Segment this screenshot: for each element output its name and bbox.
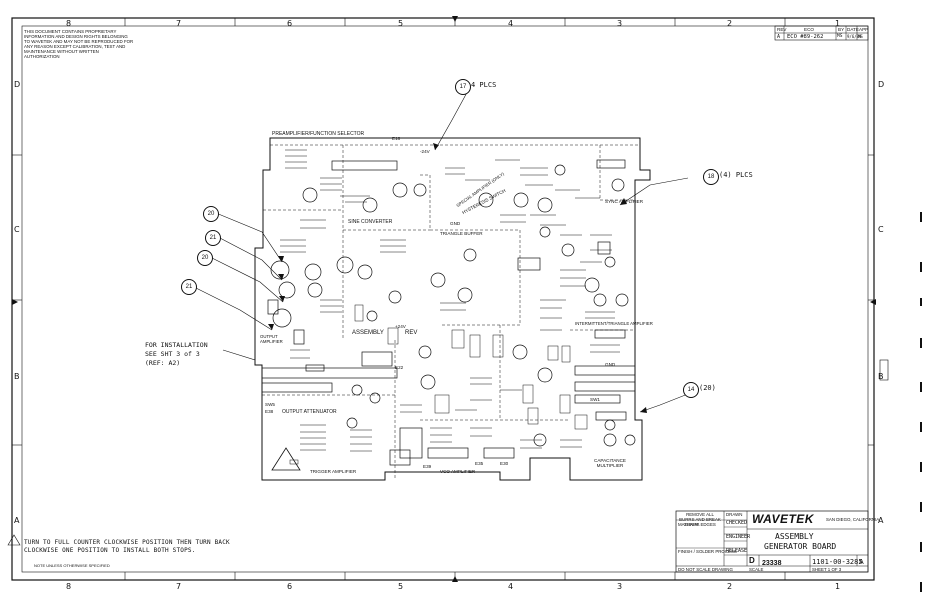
callout-14: 14 (683, 382, 699, 398)
rev-letter: A (777, 34, 781, 40)
installation-note-line3: (REF: A2) (145, 359, 181, 367)
label-intermittent-amplifier: INTERMITTENT/TRIANGLE AMPLIFIER (575, 321, 653, 326)
note-turn-line1: TURN TO FULL COUNTER CLOCKWISE POSITION … (24, 539, 230, 546)
zone-row-right-b: B (878, 372, 884, 381)
rev-header-rev: REV (777, 27, 787, 32)
tb-finish-label: FINISH / SOLDER PROCESS (678, 549, 737, 554)
label-triangle-buffer: TRIANGLE BUFFER (440, 231, 483, 236)
installation-note-line1: FOR INSTALLATION (145, 341, 208, 349)
tb-scale: SCALE (749, 567, 764, 572)
callout-18: 18 (703, 169, 719, 185)
zone-col-top-5: 5 (398, 19, 404, 28)
label-e18: E18 (392, 136, 401, 141)
label-vco-amplifier: VCO AMPLIFIER (440, 469, 476, 474)
label-output-amplifier: OUTPUT AMPLIFIER (260, 334, 283, 344)
note-unless-specified: NOTE UNLESS OTHERWISE SPECIFIED (34, 563, 110, 568)
tb-code-ident: 23338 (762, 560, 782, 567)
zone-row-left-d: D (14, 80, 21, 89)
callout-18-note: (4) PLCS (719, 171, 753, 179)
tb-material-label: MATERIAL (678, 522, 700, 527)
tb-release: RELEASE (726, 548, 748, 554)
company-logo: WAVETEK (752, 512, 814, 526)
callout-21-a: 21 (205, 230, 221, 246)
rev-header-date: DATE (847, 27, 859, 32)
label-trigger-amplifier: TRIGGER AMPLIFIER (310, 469, 357, 474)
label-assembly: ASSEMBLY (352, 330, 384, 336)
zone-row-right-d: D (878, 80, 885, 89)
callout-17: 17 (455, 79, 471, 95)
label-rev: REV (405, 330, 418, 336)
proprietary-notice: THIS DOCUMENT CONTAINS PROPRIETARY INFOR… (24, 29, 134, 60)
label-sine-converter: SINE CONVERTER (348, 219, 393, 225)
label-e39: E39 (423, 464, 432, 469)
label-preamplifier: PREAMPLIFIER/FUNCTION SELECTOR (272, 131, 365, 137)
rev-app: MS (858, 34, 863, 39)
zone-col-top-3: 3 (617, 19, 623, 28)
zone-col-bottom-5: 5 (398, 582, 404, 591)
tb-engineer: ENGINEER (726, 534, 751, 540)
zone-row-left-c: C (14, 225, 20, 234)
zone-row-left-a: A (14, 516, 20, 525)
zone-col-bottom-2: 2 (727, 582, 733, 591)
tb-size: D (749, 556, 755, 565)
tb-drawing-number: 1101-00-3285 (812, 558, 863, 566)
label-capacitance-multiplier: CAPACITANCE MULTIPLIER (594, 458, 626, 469)
zone-col-bottom-1: 1 (835, 582, 841, 591)
rev-header-app: APP (859, 27, 869, 32)
tb-do-not-scale: DO NOT SCALE DRAWING (678, 567, 733, 572)
zone-col-top-6: 6 (287, 19, 293, 28)
label-sw5: SW5 (265, 402, 275, 407)
label-e22: E22 (395, 365, 404, 370)
rev-by: MS (837, 34, 843, 39)
rev-header-by: BY (838, 27, 845, 32)
tb-sheet: SHEET 1 OF 3 (812, 567, 842, 572)
zone-col-bottom-6: 6 (287, 582, 293, 591)
zone-col-bottom-3: 3 (617, 582, 623, 591)
zone-col-top-4: 4 (508, 19, 514, 28)
drawing-title-line1: ASSEMBLY (775, 532, 814, 541)
company-location: SAN DIEGO, CALIFORNIA (826, 517, 880, 522)
tb-drawn: DRAWN (726, 512, 743, 517)
zone-col-top-8: 8 (66, 19, 72, 28)
zone-row-left-b: B (14, 372, 20, 381)
label-e30: E30 (500, 461, 509, 466)
label-e38: E38 (265, 409, 274, 414)
drawing-title-line2: GENERATOR BOARD (764, 542, 837, 551)
rev-header-eco: ECO (804, 27, 814, 32)
zone-row-right-c: C (878, 225, 884, 234)
tb-checked: CHECKED (726, 520, 748, 526)
label-plus-24v: +24V (395, 324, 406, 329)
callout-20-b: 20 (197, 250, 213, 266)
label-sw1: SW1 (590, 397, 600, 402)
label-sync-amplifier: SYNC AMPLIFIER (605, 199, 644, 204)
zone-col-bottom-4: 4 (508, 582, 514, 591)
label-minus-24v: -24V (420, 149, 430, 154)
rev-date: 9/6/89 (847, 34, 862, 39)
zone-row-right-a: A (878, 516, 884, 525)
installation-note-line2: SEE SHT 3 of 3 (145, 350, 200, 358)
rev-eco: ECO #89-262 (787, 34, 824, 40)
zone-col-bottom-8: 8 (66, 582, 72, 591)
callout-14-note: (20) (699, 384, 716, 392)
tb-remove-burrs: REMOVE ALL BURRS AND BREAK SHARP EDGES (679, 512, 721, 527)
note-turn-line2: CLOCKWISE ONE POSITION TO INSTALL BOTH S… (24, 547, 196, 554)
callout-21-b: 21 (181, 279, 197, 295)
label-e35: E35 (475, 461, 484, 466)
zone-col-top-7: 7 (176, 19, 182, 28)
callout-20-a: 20 (203, 206, 219, 222)
zone-col-top-1: 1 (835, 19, 841, 28)
tb-rev-letter: A (859, 559, 864, 566)
label-gnd-2: GND (450, 221, 461, 226)
callout-17-note: 4 PLCS (471, 81, 497, 89)
label-output-attenuator: OUTPUT ATTENUATOR (282, 409, 337, 415)
zone-col-top-2: 2 (727, 19, 733, 28)
label-gnd: GND (605, 362, 616, 367)
zone-col-bottom-7: 7 (176, 582, 182, 591)
